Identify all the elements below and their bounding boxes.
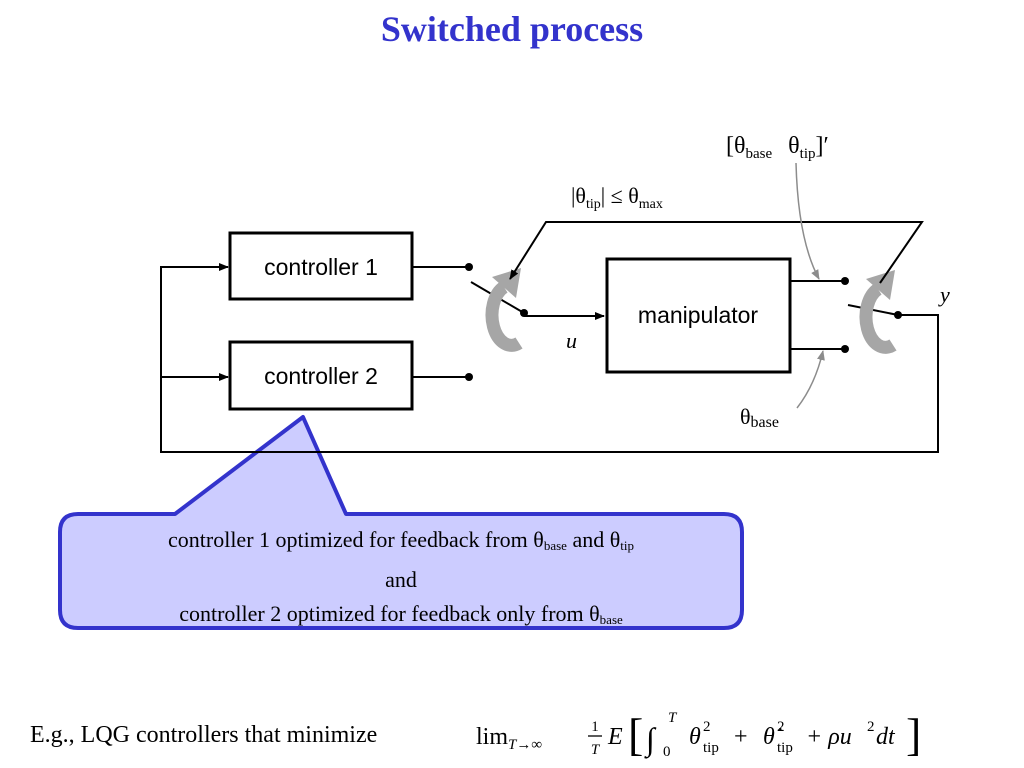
svg-text:2: 2 — [777, 719, 785, 735]
controller-1-label: controller 1 — [264, 254, 378, 280]
switch-2-pivot — [894, 311, 902, 319]
svg-text:0: 0 — [663, 744, 671, 760]
controller-2-label: controller 2 — [264, 363, 378, 389]
callout-balloon — [58, 415, 744, 630]
switch-2-contact-top — [841, 277, 849, 285]
switch-2-rotate-arrow — [859, 283, 897, 354]
switch-1-rotate-arrow — [485, 281, 523, 352]
switch-condition-label: |θtip| ≤ θmax — [571, 183, 663, 212]
svg-text:1: 1 — [591, 719, 599, 735]
svg-text:+: + — [734, 724, 748, 750]
svg-text:2: 2 — [867, 719, 875, 735]
svg-text:T: T — [668, 710, 678, 726]
svg-text:[: [ — [628, 709, 643, 760]
theta-base-label: θbase — [740, 404, 779, 431]
manipulator-label: manipulator — [638, 302, 759, 328]
svg-text:tip: tip — [703, 740, 719, 756]
svg-text:tip: tip — [777, 740, 793, 756]
svg-text:θ: θ — [689, 724, 701, 750]
cost-formula: limT→∞ 1 T E [ ∫ T 0 θ 2 tip + θ̇ 2 tip … — [476, 709, 921, 760]
output-y-label: y — [938, 282, 950, 307]
controller-1-block: controller 1 — [228, 231, 414, 301]
switch-2-rotate-arrowhead — [866, 270, 895, 300]
svg-text:2: 2 — [703, 719, 711, 735]
svg-text:limT→∞: limT→∞ — [476, 724, 542, 753]
switch-1-contact-bottom — [465, 373, 473, 381]
theta-vector-pointer — [795, 162, 820, 280]
switch-1-contact-top — [465, 263, 473, 271]
manipulator-block: manipulator — [605, 257, 792, 374]
svg-text:T: T — [591, 742, 601, 758]
callout-line-2: and — [385, 567, 417, 592]
svg-text:+ ρu: + ρu — [806, 724, 852, 750]
callout-line-3: controller 2 optimized for feedback only… — [179, 601, 623, 627]
svg-text:∫: ∫ — [644, 721, 657, 759]
svg-text:E: E — [607, 724, 623, 750]
switch-condition-line — [509, 221, 924, 284]
control-signal-u-label: u — [566, 328, 577, 353]
switch-2-contact-bottom — [841, 345, 849, 353]
theta-base-pointer — [796, 350, 825, 409]
slide-title: Switched process — [380, 9, 644, 49]
callout-line-1: controller 1 optimized for feedback from… — [168, 527, 634, 553]
controller-2-block: controller 2 — [228, 340, 414, 411]
svg-text:dt: dt — [876, 724, 896, 750]
example-caption: E.g., LQG controllers that minimize — [30, 722, 378, 748]
svg-text:]: ] — [906, 709, 921, 760]
feedback-loop-line — [160, 263, 939, 453]
callout-text: controller 1 optimized for feedback from… — [62, 523, 740, 637]
